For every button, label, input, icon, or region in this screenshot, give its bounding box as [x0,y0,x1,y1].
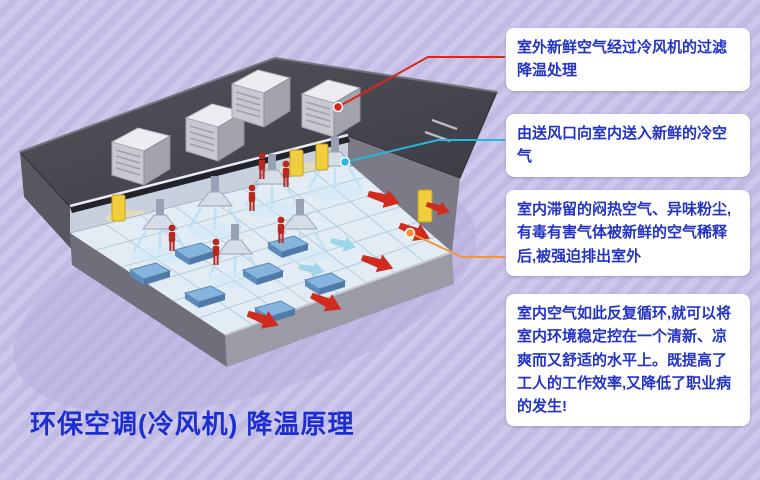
connector-line-supply [344,139,505,163]
page-title: 环保空调(冷风机) 降温原理 [30,409,355,439]
connector-dot-intake [332,101,344,113]
factory-floor [70,162,452,335]
connector-dot-exhaust [404,227,416,239]
callout-fresh-air-intake: 室外新鲜空气经过冷风机的过滤降温处理 [506,28,750,91]
connector-dot-supply [339,156,351,168]
callout-text: 由送风口向室内送入新鲜的冷空气 [517,125,728,166]
connector-line-exhaust [409,232,505,258]
machine-cabinets [111,143,433,223]
callout-text: 室内空气如此反复循环,就可以将室内环境稳定控在一个清新、凉爽而又舒适的水平上。既… [517,305,732,415]
front-left-wall [70,233,227,367]
connector-line-intake [337,56,505,108]
callout-exhaust-dilution: 室内滞留的闷热空气、异味粉尘,有毒有害气体被新鲜的空气稀释后,被强迫排出室外 [506,190,750,276]
callout-text: 室外新鲜空气经过冷风机的过滤降温处理 [517,39,728,80]
callout-cold-air-supply: 由送风口向室内送入新鲜的冷空气 [506,114,750,177]
callout-text: 室内滞留的闷热空气、异味粉尘,有毒有害气体被新鲜的空气稀释后,被强迫排出室外 [517,201,732,265]
roof-cut-thickness [70,136,350,213]
callout-connectors [332,56,505,258]
left-wall [20,152,74,252]
building-illustration [19,56,498,367]
callout-circulation-benefits: 室内空气如此反复循环,就可以将室内环境稳定控在一个清新、凉爽而又舒适的水平上。既… [506,294,750,427]
right-exhaust-wall [348,136,460,252]
roof-back-edge [19,56,498,153]
roof-cut-edge [69,133,349,208]
